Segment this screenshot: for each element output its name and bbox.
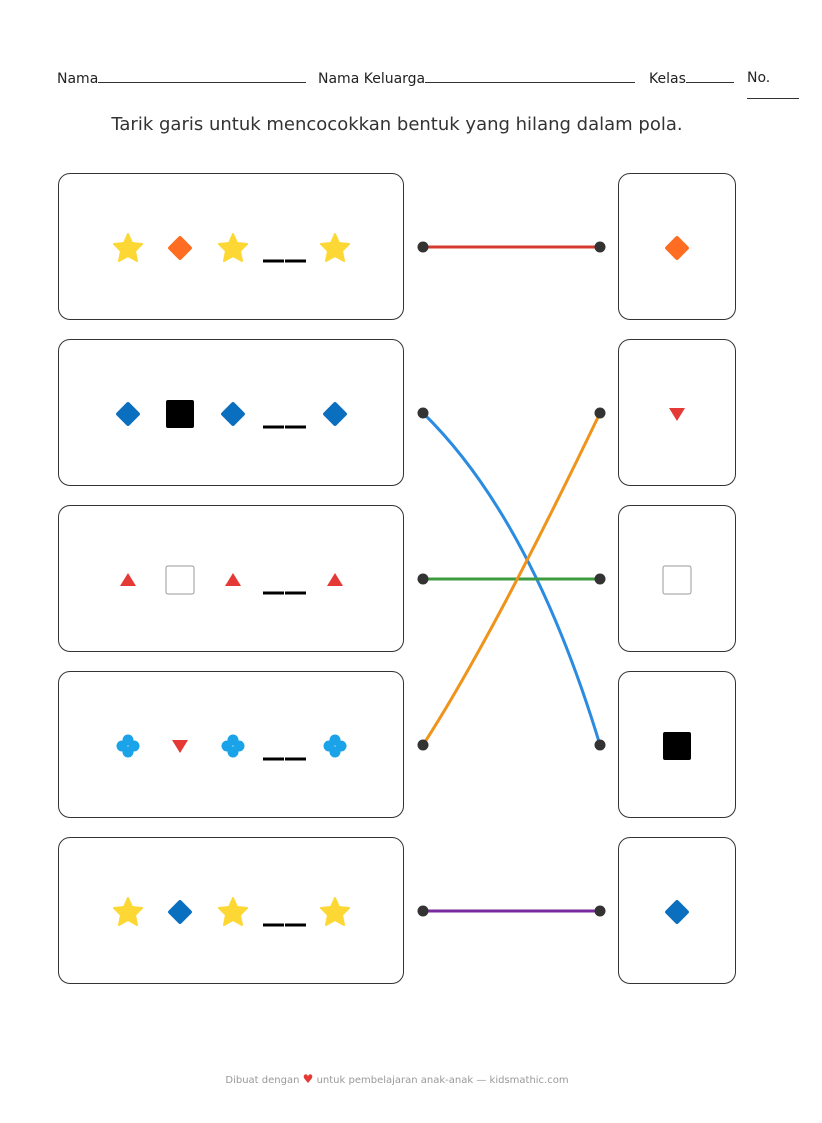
connection-line <box>421 412 602 746</box>
square-black-icon <box>660 729 694 763</box>
star-icon <box>111 895 145 929</box>
connection-line <box>421 411 602 746</box>
missing-blank <box>263 563 306 597</box>
right-dot[interactable] <box>594 241 606 253</box>
diamond-blue-icon <box>318 397 352 431</box>
left-dot[interactable] <box>417 739 429 751</box>
footer-text-after: untuk pembelajaran anak-anak — kidsmathi… <box>316 1075 569 1086</box>
star-icon <box>216 231 250 265</box>
instruction: Tarik garis untuk mencocokkan bentuk yan… <box>111 114 683 135</box>
left-dot[interactable] <box>417 407 429 419</box>
star-icon <box>318 895 352 929</box>
class-label: Kelas <box>649 71 686 87</box>
triangle-up-red-icon <box>216 563 250 597</box>
number-field[interactable]: No. <box>747 70 822 103</box>
diamond-blue-icon <box>163 895 197 929</box>
answer-box[interactable] <box>618 339 736 486</box>
name-label: Nama <box>57 71 99 87</box>
square-white-icon <box>660 563 694 597</box>
footer-text-before: Dibuat dengan <box>225 1075 300 1086</box>
clover-cyan-icon <box>216 729 250 763</box>
heart-icon: ♥ <box>302 1072 314 1086</box>
diamond-orange-icon <box>163 231 197 265</box>
right-dot[interactable] <box>594 407 606 419</box>
pattern-box <box>58 505 404 652</box>
right-dot[interactable] <box>594 905 606 917</box>
square-black-icon <box>163 397 197 431</box>
answer-box[interactable] <box>618 505 736 652</box>
right-dot[interactable] <box>594 739 606 751</box>
answer-box[interactable] <box>618 837 736 984</box>
star-icon <box>318 231 352 265</box>
diamond-orange-icon <box>660 231 694 265</box>
right-dot[interactable] <box>594 573 606 585</box>
star-icon <box>111 231 145 265</box>
answer-box[interactable] <box>618 671 736 818</box>
clover-cyan-icon <box>318 729 352 763</box>
triangle-down-red-icon <box>660 397 694 431</box>
triangle-up-red-icon <box>318 563 352 597</box>
name-field[interactable]: Nama <box>57 70 307 87</box>
left-dot[interactable] <box>417 573 429 585</box>
missing-blank <box>263 895 306 929</box>
pattern-box <box>58 671 404 818</box>
number-label: No. <box>747 70 771 86</box>
missing-blank <box>263 397 306 431</box>
diamond-blue-icon <box>660 895 694 929</box>
class-field[interactable]: Kelas <box>649 70 734 87</box>
family-name-label: Nama Keluarga <box>318 71 426 87</box>
pattern-box <box>58 173 404 320</box>
family-name-field[interactable]: Nama Keluarga <box>318 70 636 87</box>
answer-box[interactable] <box>618 173 736 320</box>
clover-cyan-icon <box>111 729 145 763</box>
left-dot[interactable] <box>417 905 429 917</box>
diamond-blue-icon <box>216 397 250 431</box>
missing-blank <box>263 231 306 265</box>
pattern-box <box>58 339 404 486</box>
triangle-up-red-icon <box>111 563 145 597</box>
footer: Dibuat dengan ♥ untuk pembelajaran anak-… <box>0 1072 794 1086</box>
star-icon <box>216 895 250 929</box>
triangle-down-red-icon <box>163 729 197 763</box>
left-dot[interactable] <box>417 241 429 253</box>
square-white-icon <box>163 563 197 597</box>
missing-blank <box>263 729 306 763</box>
diamond-blue-icon <box>111 397 145 431</box>
pattern-box <box>58 837 404 984</box>
